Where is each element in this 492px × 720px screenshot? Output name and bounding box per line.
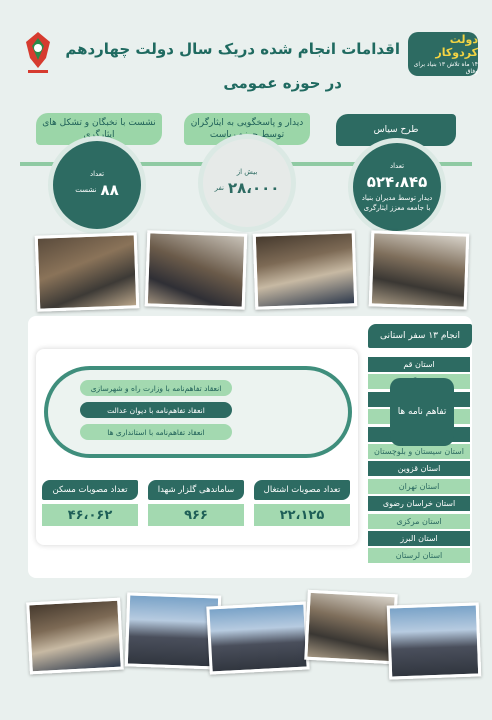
logo-text: دولت کردوکار: [435, 33, 478, 59]
government-logo: دولت کردوکار ۱۴ ماه تلاش ۱۳ بنیاد برای و…: [408, 32, 478, 76]
province-item: استان تهران: [368, 478, 470, 494]
stat-cemetery-label: ساماندهی گلزار شهدا: [148, 480, 244, 500]
event-photo: [206, 601, 310, 675]
meeting-photo: [34, 232, 140, 312]
province-item: استان لرستان: [368, 548, 470, 564]
stat-employment-value: ۲۲،۱۲۵: [254, 504, 350, 526]
stat-cemetery-value: ۹۶۶: [148, 504, 244, 526]
event-photo: [26, 597, 124, 675]
province-item: استان مرکزی: [368, 513, 470, 529]
meeting-photo: [368, 230, 470, 310]
province-item: استان البرز: [368, 531, 470, 546]
meeting-photo: [144, 230, 248, 310]
mou-item: انعقاد تفاهم‌نامه با دیوان عدالت: [80, 402, 232, 418]
people-count: ۲۸،۰۰۰: [227, 179, 280, 197]
province-item: استان قم: [368, 357, 470, 372]
mou-item: انعقاد تفاهم‌نامه با وزارت راه و شهرسازی: [80, 380, 232, 396]
visits-count: ۵۲۴،۸۴۵: [366, 173, 428, 191]
stat-housing-label: تعداد مصوبات مسکن: [42, 480, 138, 500]
logo-subtext: ۱۴ ماه تلاش ۱۳ بنیاد برای وفاق: [413, 61, 478, 75]
sessions-count-circle: تعداد ۸۸ نشست: [48, 136, 146, 234]
page-title: اقدامات انجام شده دریک سال دولت چهاردهم: [65, 40, 400, 58]
sessions-count: ۸۸: [100, 181, 119, 199]
province-item: استان قزوین: [368, 461, 470, 477]
stat-housing-value: ۴۶،۰۶۲: [42, 504, 138, 526]
mou-header: تفاهم نامه ها: [390, 378, 454, 446]
meeting-photo: [252, 230, 358, 310]
event-photo: [386, 602, 482, 680]
visits-count-circle: تعداد ۵۲۴،۸۴۵ دیدار توسط مدیران بنیاد با…: [348, 138, 446, 236]
province-item: استان سیستان و بلوچستان: [368, 444, 470, 459]
stat-employment-label: تعداد مصوبات اشتغال: [254, 480, 350, 500]
page-subtitle: در حوزه عمومی: [223, 74, 342, 92]
event-photo: [304, 589, 398, 665]
province-item: استان خراسان رضوی: [368, 496, 470, 512]
mou-item: انعقاد تفاهم‌نامه با استانداری ها: [80, 424, 232, 440]
foundation-emblem-icon: [20, 28, 56, 78]
provincial-trips-header: انجام ۱۳ سفر استانی: [368, 324, 472, 348]
people-count-circle: بیش از ۲۸،۰۰۰ نفر: [198, 134, 296, 232]
